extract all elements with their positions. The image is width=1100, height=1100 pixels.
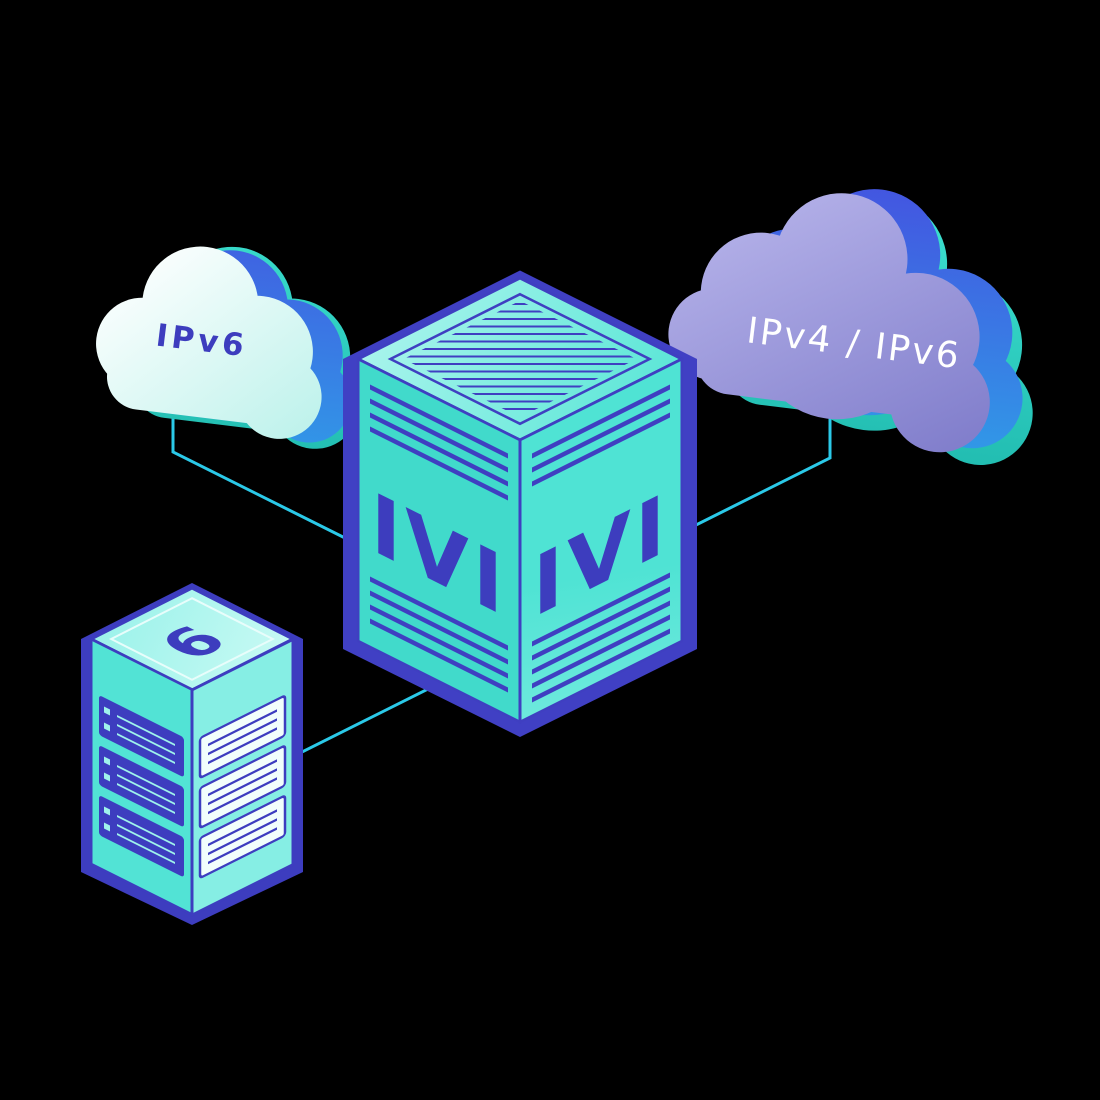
ivi-translator-cube: IVI IVI xyxy=(343,270,697,737)
server-unit-row-2 xyxy=(99,746,184,827)
server-left-face xyxy=(89,636,194,917)
server-panel-row-1 xyxy=(198,695,287,779)
dual-stack-cloud-icon: IPv4 / IPv6 xyxy=(657,169,1058,471)
cube-left-face-top-stripes xyxy=(370,384,508,501)
ipv6-cloud-icon: IPv6 xyxy=(86,234,377,454)
ipv6-server-icon: 6 xyxy=(81,583,303,925)
cube-right-face-bottom-stripes xyxy=(532,572,670,703)
cube-left-face-bottom-stripes xyxy=(370,576,508,693)
server-top-face-border xyxy=(108,597,276,681)
server-panel-row-3 xyxy=(198,795,287,879)
server-right-face xyxy=(190,637,295,918)
server-unit-row-1 xyxy=(99,696,184,777)
cube-left-face: IVI xyxy=(356,356,522,725)
cube-top-face-stripes xyxy=(403,303,637,410)
server-unit-row-3 xyxy=(99,796,184,877)
cube-right-face: IVI xyxy=(518,356,684,725)
cube-right-face-top-stripes xyxy=(532,384,670,487)
cube-top-face-border xyxy=(387,292,653,426)
server-panel-row-2 xyxy=(198,745,287,829)
